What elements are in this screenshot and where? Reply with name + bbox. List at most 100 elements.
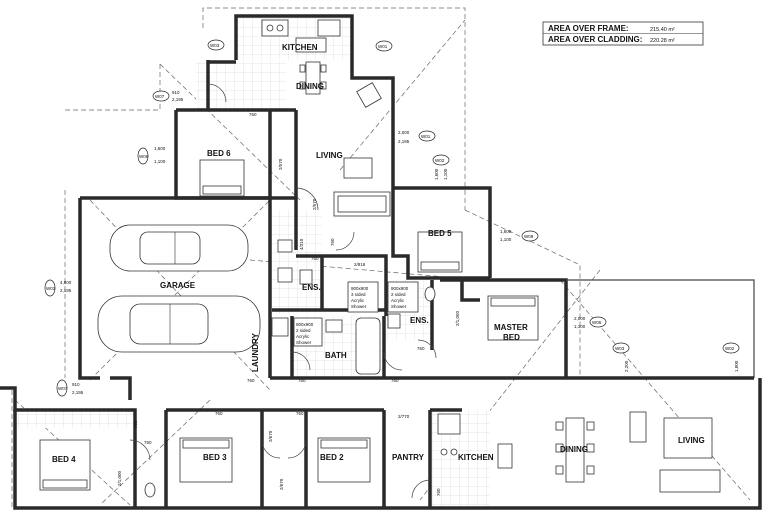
svg-text:760: 760	[311, 256, 319, 261]
window-tag: W08	[137, 147, 149, 165]
svg-text:760: 760	[330, 238, 335, 246]
svg-text:W08: W08	[139, 154, 149, 159]
svg-text:W02: W02	[725, 346, 735, 351]
window-tag: W07	[56, 379, 68, 397]
svg-text:2,195: 2,195	[172, 97, 184, 102]
room-label-bath: BATH	[325, 351, 347, 360]
svg-text:2 sided: 2 sided	[296, 328, 311, 333]
svg-text:760: 760	[249, 112, 257, 117]
svg-text:910: 910	[172, 90, 180, 95]
window-tag: W01	[375, 40, 393, 52]
room-label-master: MASTER	[494, 323, 528, 332]
svg-text:Acrylic: Acrylic	[391, 298, 405, 303]
room-label-kitchen: KITCHEN	[282, 43, 318, 52]
door-labels: 760 2/570 2/570 4/310 760 2/818 760 760 …	[117, 112, 460, 496]
window-tag: W01	[418, 130, 436, 142]
svg-text:760: 760	[298, 378, 306, 383]
svg-text:1,100: 1,100	[500, 237, 512, 242]
svg-text:Shower: Shower	[296, 340, 312, 345]
svg-text:2/1,000: 2/1,000	[117, 470, 122, 486]
svg-text:2,000: 2,000	[574, 316, 586, 321]
svg-text:910: 910	[72, 382, 80, 387]
svg-text:4/310: 4/310	[299, 238, 304, 250]
svg-text:760: 760	[247, 378, 255, 383]
window-tag: W02	[432, 154, 450, 166]
svg-text:760: 760	[436, 488, 441, 496]
room-label-dining: DINING	[560, 445, 588, 454]
room-label-ensuite: ENS.	[302, 283, 321, 292]
area-table: AREA OVER FRAME: 215.40 m² AREA OVER CLA…	[542, 21, 704, 46]
area-cladding-label: AREA OVER CLADDING:	[548, 35, 642, 44]
svg-text:760: 760	[144, 440, 152, 445]
svg-text:2/570: 2/570	[278, 158, 283, 170]
svg-text:1,100: 1,100	[443, 168, 448, 180]
window-tag: W09	[521, 230, 539, 242]
svg-text:2,195: 2,195	[72, 390, 84, 395]
svg-text:2/770: 2/770	[398, 414, 410, 419]
room-label-ensuite: ENS.	[410, 316, 429, 325]
svg-text:760: 760	[391, 378, 399, 383]
window-tag: W02	[722, 342, 740, 354]
room-label-garage: GARAGE	[160, 281, 196, 290]
room-label-dining: DINING	[296, 82, 324, 91]
svg-text:2/670: 2/670	[279, 478, 284, 490]
svg-text:2,195: 2,195	[398, 139, 410, 144]
svg-text:2/670: 2/670	[268, 430, 273, 442]
svg-text:Shower: Shower	[391, 304, 407, 309]
svg-text:W02: W02	[435, 158, 445, 163]
svg-text:900x900: 900x900	[391, 286, 409, 291]
shower-notes: 900x900 3 sided Acrylic Shower 900x900 2…	[296, 286, 409, 345]
car-icon	[97, 295, 261, 353]
svg-text:1,100: 1,100	[154, 159, 166, 164]
svg-text:2,000: 2,000	[398, 130, 410, 135]
svg-text:1,600: 1,600	[500, 229, 512, 234]
svg-text:1,100: 1,100	[574, 324, 586, 329]
room-label-pantry: PANTRY	[392, 453, 425, 462]
door-swings	[129, 83, 437, 499]
area-cladding-value: 220.28 m²	[650, 38, 675, 44]
svg-text:1,600: 1,600	[154, 146, 166, 151]
furniture	[39, 19, 721, 498]
svg-text:2/1,050: 2/1,050	[455, 310, 460, 326]
room-label-bed4: BED 4	[52, 455, 76, 464]
svg-text:Shower: Shower	[351, 304, 367, 309]
window-tag: W07	[152, 90, 170, 102]
svg-text:760: 760	[417, 346, 425, 351]
svg-text:W03: W03	[210, 43, 220, 48]
svg-text:2 sided: 2 sided	[391, 292, 406, 297]
room-label-bed5: BED 5	[428, 229, 452, 238]
room-label-master: BED	[503, 333, 520, 342]
room-label-kitchen: KITCHEN	[458, 453, 494, 462]
room-labels: KITCHEN DINING BED 6 LIVING BED 5 GARAGE…	[52, 43, 705, 464]
area-frame-value: 215.40 m²	[650, 27, 675, 33]
svg-text:W07: W07	[155, 94, 165, 99]
room-label-bed6: BED 6	[207, 149, 231, 158]
svg-text:W07: W07	[58, 386, 68, 391]
room-label-living: LIVING	[316, 151, 343, 160]
window-tag: W01	[44, 279, 56, 297]
walls	[0, 14, 762, 510]
car-icon	[109, 224, 249, 272]
window-tag: W03	[612, 342, 630, 354]
window-tag: W05	[589, 316, 607, 328]
svg-text:2/818: 2/818	[354, 262, 366, 267]
room-label-bed3: BED 3	[203, 453, 227, 462]
area-frame-label: AREA OVER FRAME:	[548, 24, 629, 33]
svg-text:2,200: 2,200	[624, 360, 629, 372]
svg-text:760: 760	[133, 420, 138, 428]
room-label-laundry: LAUNDRY	[251, 333, 260, 372]
svg-text:1,800: 1,800	[734, 360, 739, 372]
svg-text:900x900: 900x900	[296, 322, 314, 327]
svg-text:W05: W05	[592, 320, 602, 325]
window-sizes: 910 2,195 1,600 1,100 2,000 2,195 1,600 …	[60, 90, 739, 395]
room-label-bed2: BED 2	[320, 453, 344, 462]
svg-text:760: 760	[296, 411, 304, 416]
svg-text:2,195: 2,195	[60, 288, 72, 293]
svg-text:W09: W09	[524, 234, 534, 239]
svg-text:W01: W01	[46, 286, 56, 291]
svg-text:2/570: 2/570	[312, 198, 317, 210]
svg-text:W01: W01	[378, 44, 388, 49]
svg-text:Acrylic: Acrylic	[351, 298, 365, 303]
svg-text:Acrylic: Acrylic	[296, 334, 310, 339]
